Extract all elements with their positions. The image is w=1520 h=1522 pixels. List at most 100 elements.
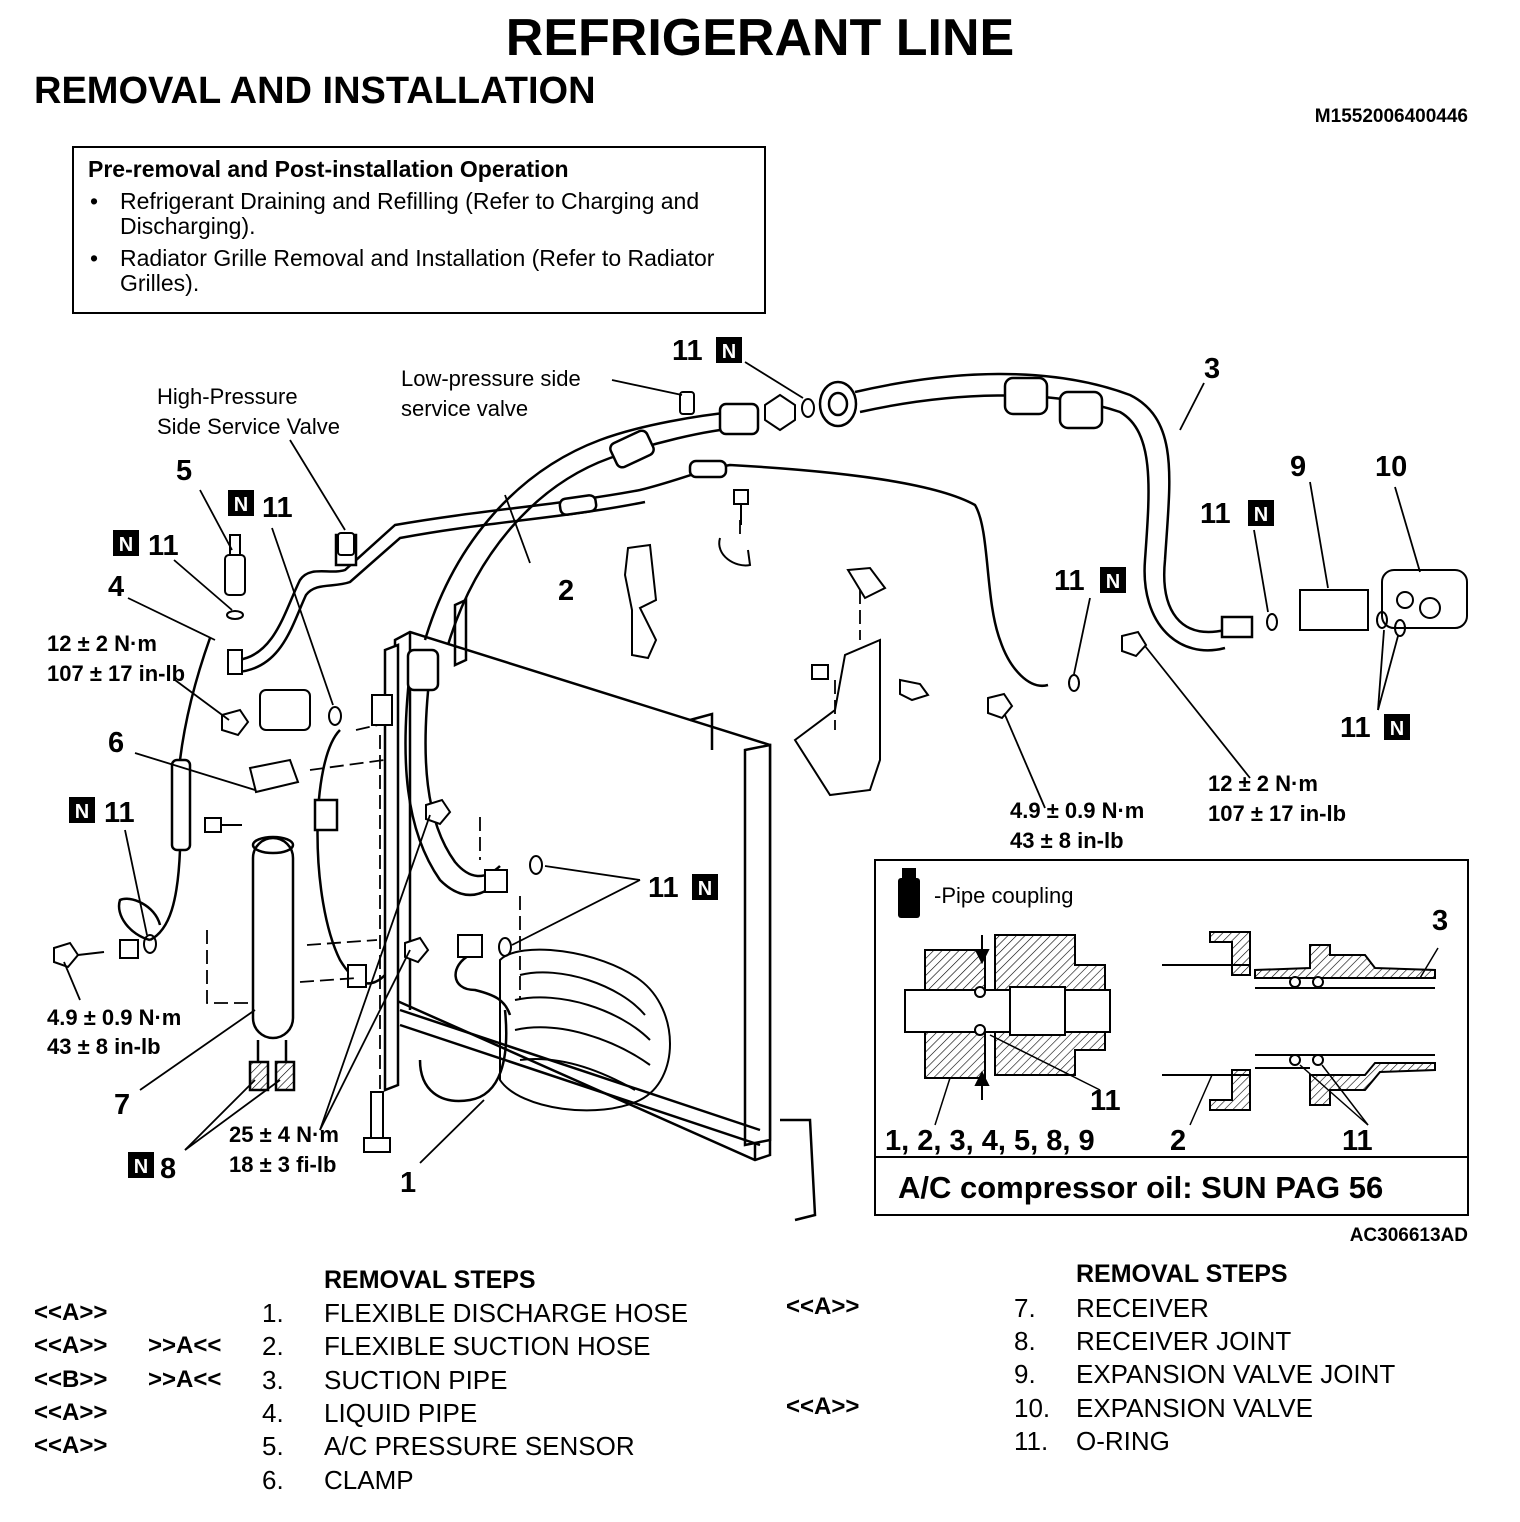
- compressor-oil-spec: A/C compressor oil: SUN PAG 56: [898, 1170, 1383, 1205]
- label-5: 5: [176, 455, 192, 487]
- step-number: 7.: [1014, 1293, 1036, 1323]
- step-number: 10.: [1014, 1393, 1051, 1423]
- label-11: 11: [1054, 565, 1085, 597]
- pipe-coupling-inset: -Pipe coupling: [874, 859, 1469, 1216]
- coupling-section: [904, 934, 1111, 1126]
- torque-sensor-inlb: 107 ± 17 in-lb: [47, 661, 185, 686]
- step-name: SUCTION PIPE: [324, 1365, 508, 1395]
- step-name: CLAMP: [324, 1465, 414, 1495]
- new-part-mark: N: [722, 341, 736, 363]
- new-part-mark: N: [234, 494, 248, 516]
- step-name: O-RING: [1076, 1426, 1170, 1456]
- label-11: 11: [1340, 712, 1371, 744]
- torque-receiver-inlb: 43 ± 8 in-lb: [47, 1034, 161, 1059]
- oring-label-valve: 11 N: [1340, 712, 1410, 744]
- step-code-install: >>A<<: [148, 1366, 222, 1393]
- new-part-mark: N: [1106, 571, 1120, 593]
- step-name: LIQUID PIPE: [324, 1398, 478, 1428]
- inset-label-3: 3: [1432, 905, 1448, 937]
- step-name: RECEIVER JOINT: [1076, 1326, 1292, 1356]
- pipe-profile-upper: [1162, 931, 1439, 989]
- removal-steps-heading-left: REMOVAL STEPS: [324, 1266, 536, 1294]
- step-number: 4.: [262, 1398, 284, 1428]
- label-11: 11: [262, 492, 293, 524]
- inset-label-11: 11: [1090, 1085, 1121, 1117]
- part-labels: 3 2 5 4 6 7 8 1 9 10: [108, 353, 1407, 1199]
- liquid-pipe-4: [117, 459, 1049, 942]
- label-8: 8: [160, 1153, 176, 1185]
- label-6: 6: [108, 727, 124, 759]
- torque-liquid-nm: 4.9 ± 0.9 N·m: [1010, 798, 1144, 823]
- torque-compressor-nm: 25 ± 4 N·m: [229, 1122, 339, 1147]
- oring-label-top: 11 N: [672, 335, 742, 367]
- torque-specs: 12 ± 2 N·m 107 ± 17 in-lb 4.9 ± 0.9 N·m …: [47, 631, 1346, 1177]
- step-name: FLEXIBLE DISCHARGE HOSE: [324, 1298, 689, 1328]
- figure-id: AC306613AD: [1349, 1225, 1468, 1246]
- label-11: 11: [148, 530, 179, 562]
- new-part-mark: N: [1390, 718, 1404, 740]
- pre-removal-list: Refrigerant Draining and Refilling (Refe…: [88, 189, 752, 296]
- oring-label-hp: N 11: [228, 490, 293, 524]
- torque-compressor-ftlb: 18 ± 3 fi-lb: [229, 1152, 336, 1177]
- step-number: 8.: [1014, 1326, 1036, 1356]
- note-high-pressure-2: Side Service Valve: [157, 414, 340, 439]
- step-name: EXPANSION VALVE JOINT: [1076, 1359, 1396, 1389]
- label-4: 4: [108, 571, 124, 603]
- pipe-profile-lower: [1162, 1054, 1436, 1126]
- new-part-mark: N: [1254, 504, 1268, 526]
- step-code: <<A>>: [34, 1399, 108, 1426]
- step-code: <<A>>: [34, 1432, 108, 1459]
- step-code-install: >>A<<: [148, 1332, 222, 1359]
- new-part-mark: N: [75, 801, 89, 823]
- document-id: M1552006400446: [1314, 106, 1468, 127]
- step-name: EXPANSION VALVE: [1076, 1393, 1313, 1423]
- page-title: REFRIGERANT LINE: [505, 9, 1015, 67]
- step-code: <<B>>: [34, 1366, 108, 1393]
- label-2: 2: [558, 575, 574, 607]
- small-parts: [53, 391, 1468, 1153]
- step-code: <<A>>: [34, 1299, 108, 1326]
- pre-removal-item: Refrigerant Draining and Refilling (Refe…: [88, 189, 752, 239]
- step-code: <<A>>: [34, 1332, 108, 1359]
- service-valve-notes: High-Pressure Side Service Valve Low-pre…: [157, 366, 581, 439]
- section-subtitle: REMOVAL AND INSTALLATION: [34, 70, 596, 112]
- condenser: [383, 598, 817, 1222]
- removal-steps-heading-right: REMOVAL STEPS: [1076, 1260, 1288, 1288]
- label-7: 7: [114, 1089, 130, 1121]
- leader-lines: [63, 361, 1421, 1164]
- step-code: <<A>>: [786, 1393, 860, 1420]
- pre-removal-heading: Pre-removal and Post-installation Operat…: [88, 156, 569, 182]
- pre-removal-box: Pre-removal and Post-installation Operat…: [72, 146, 766, 314]
- torque-liquid-inlb: 43 ± 8 in-lb: [1010, 828, 1124, 853]
- label-11: 11: [104, 797, 135, 829]
- oring-labels: 11 N N 11 N 11 N 11 11 N 11 N: [69, 335, 1410, 1178]
- oring-label-receiver-joint: N: [128, 1152, 154, 1178]
- step-name: RECEIVER: [1076, 1293, 1209, 1323]
- inset-label-2: 2: [1170, 1125, 1186, 1157]
- discharge-hose-1: [313, 729, 512, 1103]
- label-1: 1: [400, 1167, 416, 1199]
- label-10: 10: [1375, 451, 1407, 483]
- oring-label-liquid: 11 N: [1054, 565, 1126, 597]
- torque-suction-inlb: 107 ± 17 in-lb: [1208, 801, 1346, 826]
- compressor: [499, 948, 671, 1112]
- pipe-coupling-label: -Pipe coupling: [934, 883, 1073, 908]
- oring-label-pipe3: 11 N: [1200, 498, 1274, 530]
- step-number: 9.: [1014, 1359, 1036, 1389]
- inset-label-11b: 11: [1342, 1125, 1373, 1157]
- label-11: 11: [648, 872, 679, 904]
- oring-label-compressor: 11 N: [648, 872, 718, 904]
- torque-receiver-nm: 4.9 ± 0.9 N·m: [47, 1005, 181, 1030]
- new-part-mark: N: [134, 1156, 148, 1178]
- label-11: 11: [672, 335, 703, 367]
- pre-removal-item: Radiator Grille Removal and Installation…: [88, 246, 752, 296]
- step-code: <<A>>: [786, 1293, 860, 1320]
- oring-label-receiver: N 11: [69, 797, 135, 829]
- note-low-pressure-1: Low-pressure side: [401, 366, 581, 391]
- suction-pipe-3: [818, 372, 1254, 652]
- label-3: 3: [1204, 353, 1220, 385]
- step-number: 2.: [262, 1331, 284, 1361]
- oring-label-sensor: N 11: [113, 530, 179, 562]
- step-number: 11.: [1014, 1426, 1049, 1456]
